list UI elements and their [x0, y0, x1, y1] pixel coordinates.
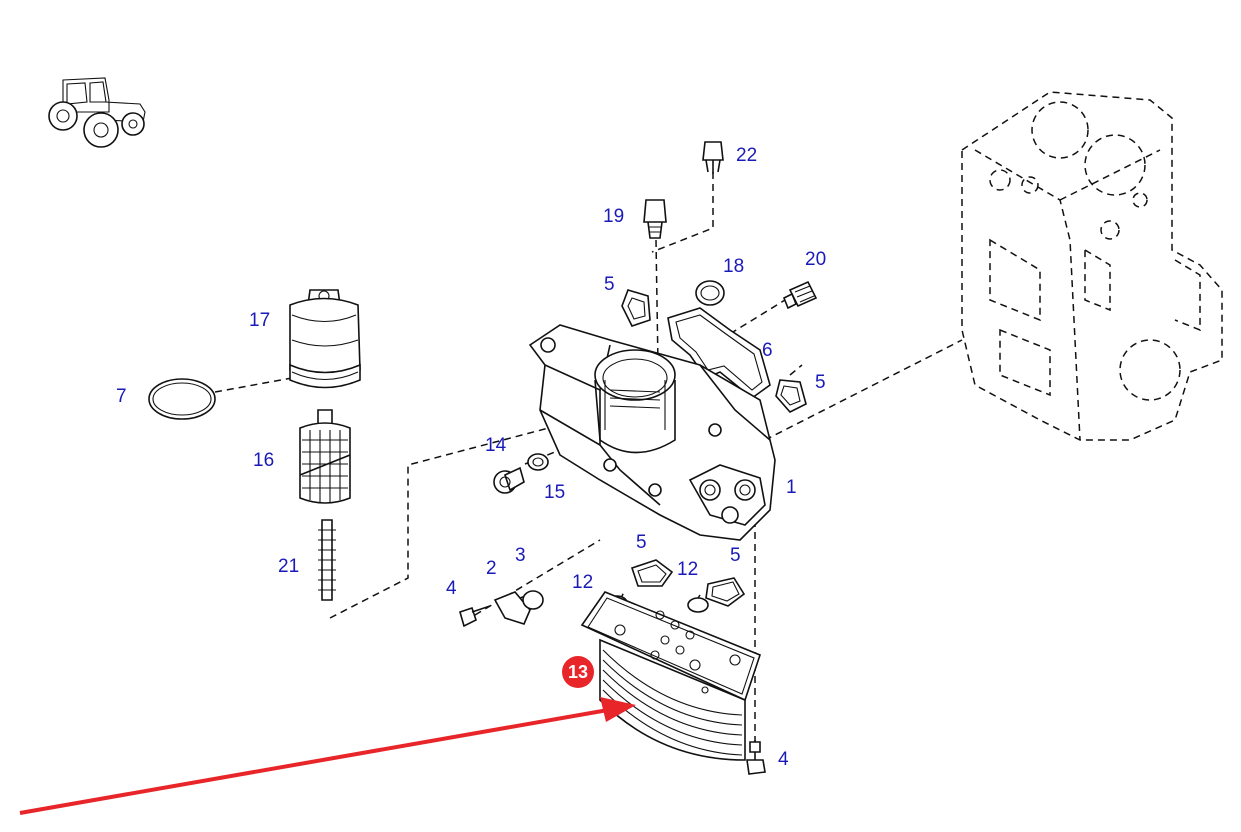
callout-12-b: 12: [677, 559, 699, 580]
part-sensor-22: [702, 141, 724, 174]
callout-16: 16: [253, 450, 275, 471]
part-filter-element-16: [299, 409, 351, 504]
callout-15: 15: [544, 482, 566, 503]
highlight-badge-13[interactable]: 13: [562, 656, 594, 688]
part-oring-18: [695, 280, 725, 306]
callout-5-upper: 5: [604, 274, 615, 295]
part-housing-1: [528, 324, 776, 541]
pointer-arrow: [19, 697, 636, 815]
callout-5-right: 5: [815, 372, 826, 393]
part-plug-14: [493, 466, 525, 494]
part-filter-cap-17: [289, 289, 361, 389]
callout-4-left: 4: [446, 578, 457, 599]
part-ring-15: [527, 453, 549, 471]
callout-4-right: 4: [778, 749, 789, 770]
part-gasket-5-upper: [621, 289, 651, 327]
callout-12-a: 12: [572, 572, 594, 593]
callout-18: 18: [723, 256, 745, 277]
part-ring-7: [148, 378, 216, 420]
engine-block: [961, 91, 1223, 441]
callout-19: 19: [603, 206, 625, 227]
part-ring-3: [522, 590, 544, 610]
callout-2: 2: [486, 558, 497, 579]
callout-22: 22: [736, 145, 758, 166]
callout-6: 6: [762, 340, 773, 361]
part-oring-12-b: [687, 597, 709, 613]
part-gasket-5-right: [775, 379, 807, 413]
callout-3: 3: [515, 545, 526, 566]
callout-14: 14: [485, 435, 507, 456]
callout-17: 17: [249, 310, 271, 331]
callout-5-lower-a: 5: [636, 532, 647, 553]
callout-21: 21: [278, 556, 300, 577]
part-bolt-4-left: [459, 605, 491, 628]
callout-7: 7: [116, 386, 127, 407]
callout-20: 20: [805, 249, 827, 270]
part-flange-2: [493, 591, 531, 625]
part-bolt-4-right: [746, 740, 766, 775]
part-spring-21: [318, 519, 336, 601]
part-oil-cooler-13: [580, 591, 761, 761]
callout-5-lower-b: 5: [730, 545, 741, 566]
part-plug-19: [643, 199, 667, 239]
callout-1: 1: [786, 477, 797, 498]
part-valve-20: [782, 280, 818, 310]
tractor-icon: [48, 77, 146, 148]
